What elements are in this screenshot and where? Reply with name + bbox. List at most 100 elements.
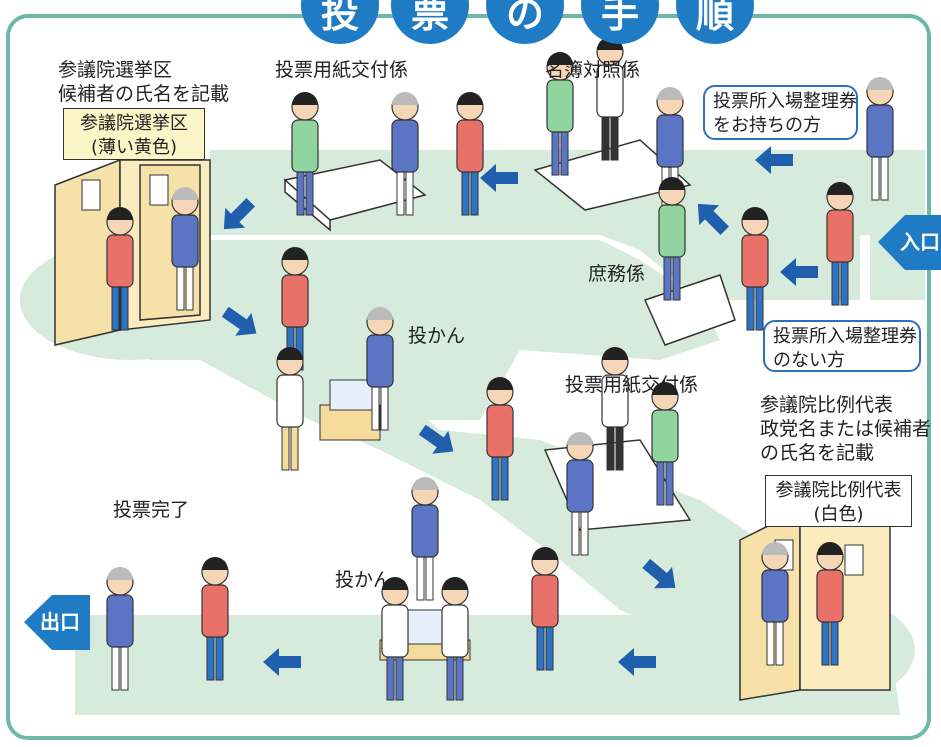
flow-arrow <box>221 306 257 336</box>
figure-body <box>171 214 199 268</box>
figure-leg <box>176 264 185 311</box>
figure-body <box>658 204 686 258</box>
figure-body <box>866 104 894 158</box>
figure-leg <box>111 644 120 691</box>
figure-leg <box>455 654 464 701</box>
figure-leg <box>606 424 615 471</box>
figure-hair <box>602 347 628 360</box>
flow-arrow <box>618 648 656 676</box>
booth-wall <box>799 509 891 691</box>
figure-hair <box>392 92 418 105</box>
figure-leg <box>766 619 775 666</box>
figure-leg <box>672 254 681 301</box>
figure-body <box>816 569 844 623</box>
figure-hair <box>107 567 133 580</box>
figure-leg <box>120 284 129 331</box>
figure-leg <box>380 384 389 431</box>
booth-window <box>81 179 101 211</box>
figure-leg <box>615 424 624 471</box>
figure-leg <box>746 284 755 331</box>
figure-body <box>441 604 469 658</box>
figure-leg <box>470 169 479 216</box>
figure-leg <box>580 509 589 556</box>
figure-body <box>456 119 484 173</box>
entrance-tag-shape <box>878 215 941 270</box>
tokan-bottom-label: 投かん <box>335 569 393 591</box>
figure-body <box>566 459 594 513</box>
figure-body <box>201 584 229 638</box>
flow-arrow <box>642 558 676 589</box>
figure-body <box>411 504 439 558</box>
figure-hair <box>277 347 303 360</box>
voter-figure <box>486 377 514 501</box>
figures <box>106 37 894 701</box>
figure-leg <box>386 654 395 701</box>
staff-figure <box>651 382 679 506</box>
figure-leg <box>206 634 215 681</box>
elder-voter-figure <box>106 567 134 691</box>
figure-hair <box>657 87 683 100</box>
figure-leg <box>880 154 889 201</box>
elder-voter-figure <box>411 477 439 601</box>
kofu-top-label: 投票用紙交付係 <box>275 59 409 81</box>
figure-hair <box>107 207 133 220</box>
figure-leg <box>551 129 560 176</box>
label-line: 投票所入場整理券 <box>773 326 917 347</box>
figure-body <box>366 334 394 388</box>
figure-hair <box>567 432 593 445</box>
figure-leg <box>371 384 380 431</box>
figure-hair <box>817 542 843 555</box>
label-line: (白色) <box>813 504 864 525</box>
label-line: 投票所入場整理券 <box>713 91 857 112</box>
figure-hair <box>442 577 468 590</box>
elder-voter-figure <box>866 77 894 201</box>
figure-body <box>546 79 574 133</box>
elder-voter-figure <box>171 187 199 311</box>
figure-leg <box>296 169 305 216</box>
figure-leg <box>405 169 414 216</box>
voter-figure <box>826 182 854 306</box>
figure-hair <box>172 187 198 200</box>
figure-leg <box>571 509 580 556</box>
flow-arrows <box>221 146 818 676</box>
figure-leg <box>446 654 455 701</box>
figure-body <box>106 594 134 648</box>
figure-leg <box>111 284 120 331</box>
figure-leg <box>663 254 672 301</box>
figure-leg <box>185 264 194 311</box>
figure-leg <box>601 114 610 161</box>
label-line: の氏名を記載 <box>760 442 875 464</box>
figure-hair <box>742 207 768 220</box>
booth-window <box>149 174 169 206</box>
flow-arrow <box>480 164 518 192</box>
figure-hair <box>412 477 438 490</box>
label-line: (薄い黄色) <box>90 137 178 158</box>
shomu-label: 庶務係 <box>588 263 646 285</box>
entrance-tag: 入口 <box>900 230 940 254</box>
figure-leg <box>871 154 880 201</box>
staff-figure <box>601 347 629 471</box>
figure-hair <box>547 52 573 65</box>
figure-leg <box>830 619 839 666</box>
figure-body <box>281 274 309 328</box>
without-ticket-box: 投票所入場整理券 のない方 <box>763 320 921 372</box>
exit-tag-shape <box>24 595 90 650</box>
label-line: 参議院選挙区 <box>80 113 188 134</box>
figure-hair <box>292 92 318 105</box>
elder-voter-figure <box>566 432 594 556</box>
exit-tag: 出口 <box>40 610 80 634</box>
voter-figure <box>741 207 769 331</box>
figure-leg <box>416 554 425 601</box>
hirei-note: 参議院比例代表 政党名または候補者 の氏名を記載 <box>760 393 931 465</box>
figure-leg <box>665 459 674 506</box>
figure-leg <box>395 654 404 701</box>
flow-arrow <box>780 258 818 286</box>
senkyoku-ballot-box-label: 参議院選挙区 (薄い黄色) <box>63 108 205 160</box>
figure-hair <box>762 542 788 555</box>
kofu-mid-label: 投票用紙交付係 <box>565 374 699 396</box>
ballot-box-mid <box>319 379 381 441</box>
figure-hair <box>457 92 483 105</box>
figure-hair <box>532 547 558 560</box>
voter-figure <box>106 207 134 331</box>
